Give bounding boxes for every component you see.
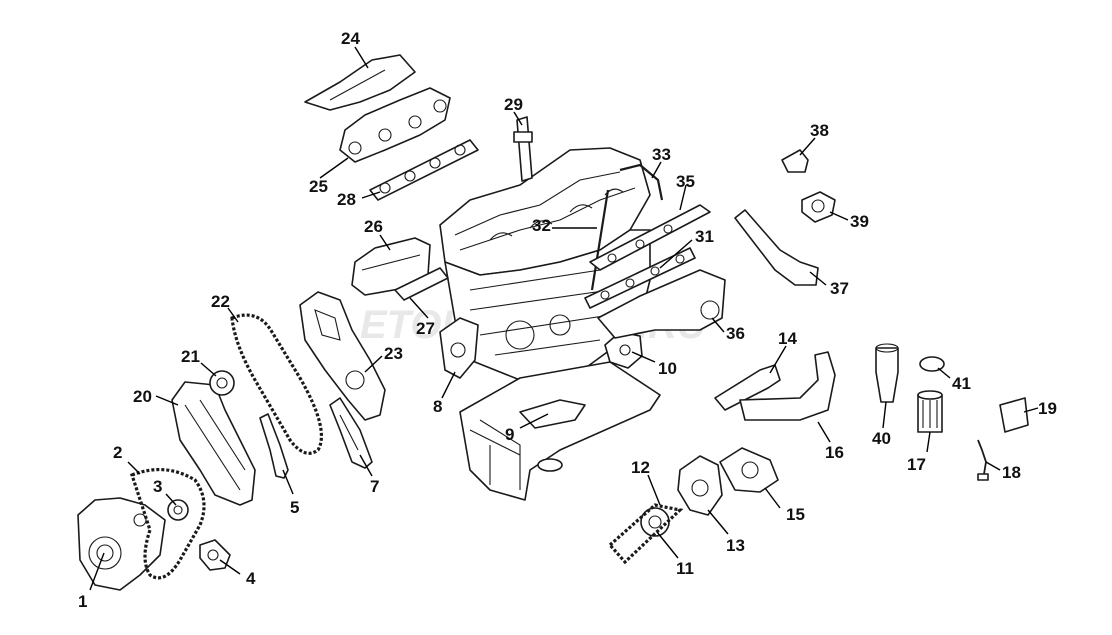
callout-17: 17 [907, 455, 926, 474]
part-11-pulley [640, 507, 670, 537]
callout-24: 24 [341, 29, 360, 48]
callout-18: 18 [1002, 463, 1021, 482]
callout-19: 19 [1038, 399, 1057, 418]
part-28-manifold-gasket [369, 139, 479, 201]
part-3-chain-sprocket [167, 499, 189, 521]
callout-21: 21 [181, 347, 200, 366]
part-21-camshaft-sprocket [209, 370, 235, 396]
part-2-timing-chain [130, 467, 206, 580]
part-27-cover-gasket [394, 267, 449, 301]
callout-15: 15 [786, 505, 805, 524]
callout-16: 16 [825, 443, 844, 462]
callout-11: 11 [676, 559, 694, 578]
part-38-egr-valve-small [781, 149, 809, 173]
part-12-drive-belt [607, 503, 684, 565]
part-19-sensor-module [999, 397, 1029, 433]
part-22-timing-chain-upper [230, 313, 323, 455]
part-36-exhaust-manifold [597, 269, 726, 339]
part-18-temperature-sensor [977, 439, 989, 481]
callout-28: 28 [337, 190, 356, 209]
callout-5: 5 [290, 498, 299, 517]
part-37-egr-pipe [734, 209, 819, 286]
callout-26: 26 [364, 217, 383, 236]
callout-29: 29 [504, 95, 523, 114]
callout-40: 40 [872, 429, 891, 448]
part-15-high-pressure-pump [719, 447, 779, 493]
callout-23: 23 [384, 344, 403, 363]
leader-lines [89, 46, 1039, 591]
callout-35: 35 [676, 172, 695, 191]
callout-38: 38 [810, 121, 829, 140]
part-25-intake-manifold [339, 87, 451, 163]
part-35-fuel-rail [589, 204, 711, 271]
callout-32: 32 [532, 216, 551, 235]
part-40-fuel-filter-housing [875, 343, 899, 403]
callout-9: 9 [505, 425, 514, 444]
callout-10: 10 [658, 359, 677, 378]
callout-4: 4 [246, 569, 256, 588]
part-5-chain-guide [259, 413, 289, 479]
callout-14: 14 [778, 329, 797, 348]
callout-27: 27 [416, 319, 435, 338]
callout-31: 31 [695, 227, 714, 246]
callout-20: 20 [133, 387, 152, 406]
part-14-pipe-bracket [714, 364, 781, 411]
callout-39: 39 [850, 212, 869, 231]
callout-22: 22 [211, 292, 230, 311]
part-33-fuel-line [619, 163, 664, 201]
part-31-exhaust-gasket [584, 247, 696, 309]
part-9-oil-strainer [519, 399, 586, 429]
callout-2: 2 [113, 443, 122, 462]
part-24-heat-shield [304, 54, 416, 111]
callout-labels: 1 2 3 4 5 7 8 9 10 11 12 13 14 15 16 17 … [78, 29, 1057, 611]
callout-36: 36 [726, 324, 745, 343]
callout-8: 8 [433, 397, 442, 416]
part-39-egr-valve [801, 191, 836, 223]
part-8-oil-pump-housing [439, 317, 479, 379]
part-7-chain-guide [329, 397, 373, 469]
callout-13: 13 [726, 536, 745, 555]
callout-41: 41 [952, 374, 971, 393]
callout-1: 1 [78, 592, 87, 611]
part-32-oil-dipstick [590, 189, 610, 291]
callout-7: 7 [370, 477, 379, 496]
callout-25: 25 [309, 177, 328, 196]
callout-33: 33 [652, 145, 671, 164]
callout-3: 3 [153, 477, 162, 496]
callout-37: 37 [830, 279, 849, 298]
part-20-timing-cover [171, 381, 256, 506]
part-13-water-pump [677, 455, 723, 516]
part-4-chain-tensioner [199, 539, 231, 571]
part-41-filler-cap [919, 356, 945, 372]
part-1-front-cover [77, 497, 166, 591]
part-23-rear-timing-plate [299, 291, 386, 421]
part-29-fuel-injector [513, 116, 533, 182]
part-16-coolant-pipe [739, 351, 836, 421]
part-17-oil-filter [917, 390, 943, 433]
callout-12: 12 [631, 458, 650, 477]
